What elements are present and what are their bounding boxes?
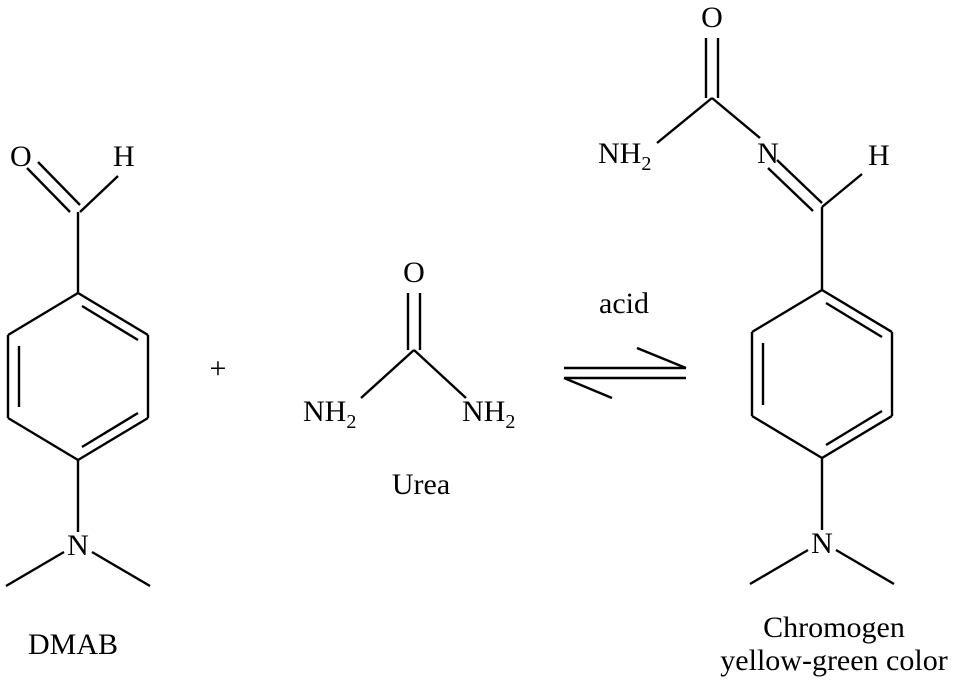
chromogen-hydrogen-label: H [868, 139, 890, 172]
chromogen-amine-text: NH [598, 137, 641, 170]
urea-right-amine-text: NH [462, 395, 505, 428]
urea-right-amine-label: NH2 [462, 395, 515, 433]
chromogen-ring-bond [751, 288, 823, 334]
dmab-hydrogen-label: H [113, 140, 135, 173]
dmab-ring-inner-bond [81, 411, 139, 449]
dmab-nitrogen-label: N [67, 529, 89, 562]
chromogen-amine-label: NH2 [598, 137, 651, 175]
chromogen-ring-bond [821, 288, 893, 334]
chromogen-nitrogen-label: N [811, 527, 833, 560]
chromogen-ring-bond [751, 414, 823, 460]
urea-right-amine-subscript: 2 [505, 411, 515, 433]
dmab-ring-bond [77, 291, 149, 337]
chromogen-ring-inner-bond [825, 409, 883, 447]
urea-cn-bond-right [413, 349, 467, 399]
chromogen-oxygen-label: O [701, 1, 723, 34]
forward-arrow-barb [636, 346, 687, 370]
chromogen-n-methyl-bond [835, 548, 895, 586]
urea-cn-bond-left [360, 349, 415, 399]
reverse-arrow-barb [563, 376, 613, 400]
dmab-co-bond-1 [26, 167, 71, 213]
chromogen-description: yellow-green color [720, 644, 947, 677]
urea-oxygen-label: O [403, 256, 425, 289]
chromogen-structure: O NH2 N H N Chromogen yellow-green color [598, 1, 948, 677]
dmab-oxygen-label: O [10, 140, 32, 173]
urea-structure: O NH2 NH2 Urea [303, 256, 515, 501]
plus-sign: + [210, 352, 227, 385]
chromogen-amine-subscript: 2 [641, 153, 651, 175]
dmab-structure: O H N DMAB [5, 140, 151, 661]
dmab-name: DMAB [28, 628, 118, 661]
chromogen-imine-nitrogen-label: N [757, 137, 779, 170]
chromogen-c-n-bond [711, 97, 761, 139]
dmab-ring-bond [7, 291, 79, 337]
urea-left-amine-subscript: 2 [346, 411, 356, 433]
chromogen-cn-double-bond-2 [776, 159, 823, 204]
dmab-ring-inner-bond [81, 304, 139, 342]
chromogen-n-methyl-bond [749, 548, 809, 586]
dmab-ch-bond [79, 175, 119, 213]
urea-left-amine-text: NH [303, 395, 346, 428]
reaction-condition-label: acid [599, 287, 649, 320]
chromogen-name: Chromogen [763, 611, 905, 644]
chromogen-cn-double-bond-1 [767, 167, 814, 212]
dmab-ring-bond [77, 416, 149, 462]
dmab-n-methyl-bond [5, 550, 65, 588]
chromogen-ring-bond [821, 414, 893, 460]
urea-name: Urea [392, 468, 450, 501]
dmab-ring-bond [7, 416, 79, 462]
chromogen-c-nh2-bond [656, 97, 713, 144]
dmab-n-methyl-bond [91, 550, 151, 588]
dmab-co-bond-2 [37, 161, 81, 206]
equilibrium-arrow: acid [563, 287, 687, 400]
chromogen-ch-bond [821, 173, 863, 208]
chromogen-ring-inner-bond [825, 301, 883, 339]
urea-left-amine-label: NH2 [303, 395, 356, 433]
